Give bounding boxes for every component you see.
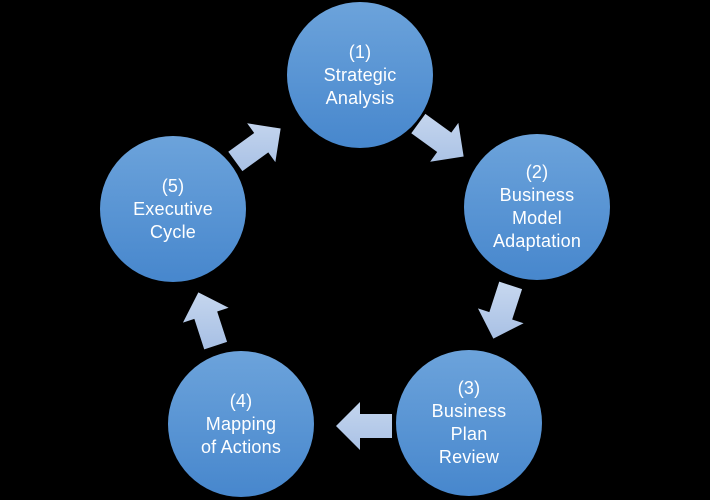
node-label-line: Strategic bbox=[323, 64, 397, 85]
node-label-line: Analysis bbox=[325, 87, 395, 108]
node-label-line: Mapping bbox=[205, 413, 277, 434]
node-label-line: Business bbox=[431, 401, 507, 421]
node-label-line: Business bbox=[499, 185, 575, 205]
node-number: (1) bbox=[348, 41, 372, 62]
cycle-arrow-4-5 bbox=[182, 292, 229, 350]
node-label-line: Plan bbox=[450, 424, 488, 444]
node-label-line: Executive bbox=[133, 198, 213, 219]
cycle-arrow-2-3 bbox=[477, 281, 524, 339]
node-number: (3) bbox=[457, 378, 481, 398]
cycle-arrow-1-2 bbox=[411, 113, 464, 162]
node-number: (4) bbox=[229, 390, 253, 411]
node-number: (2) bbox=[525, 162, 549, 182]
cycle-arrow-5-1 bbox=[228, 123, 281, 172]
node-label-line: Adaptation bbox=[492, 231, 582, 251]
node-label-line: Model bbox=[511, 208, 562, 228]
node-number: (5) bbox=[161, 175, 185, 196]
node-label-line: of Actions bbox=[200, 436, 282, 457]
cycle-arrow-3-4 bbox=[336, 402, 392, 450]
node-label-line: Cycle bbox=[149, 221, 196, 242]
node-label-line: Review bbox=[438, 447, 500, 467]
